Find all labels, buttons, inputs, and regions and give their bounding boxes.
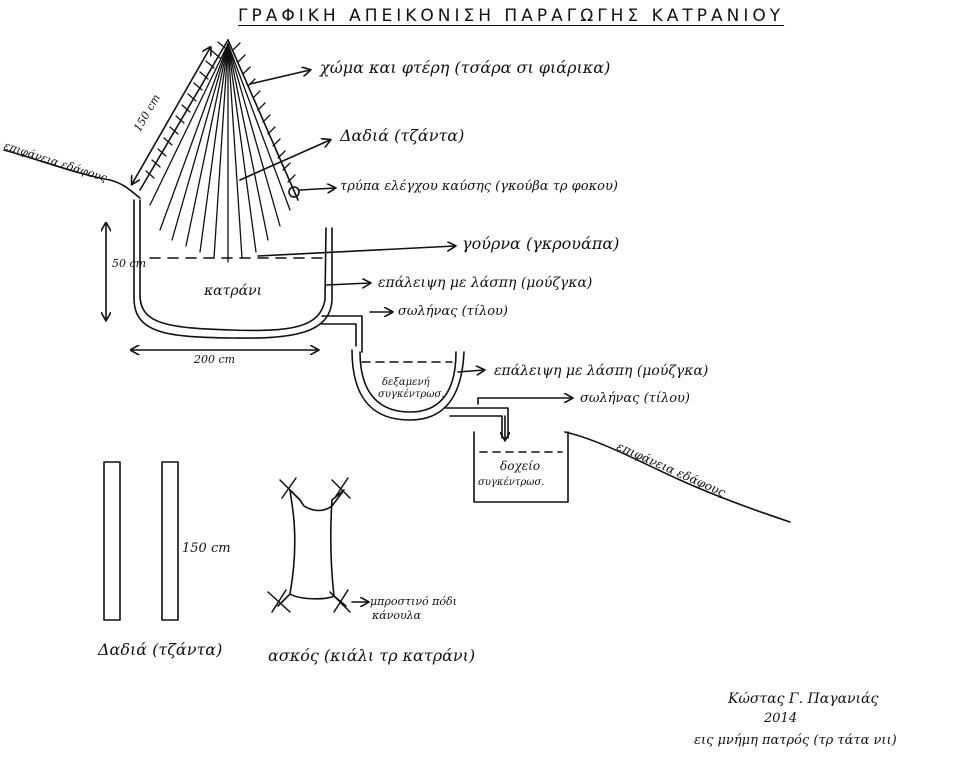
label-lining-2: επάλειψη με λάσπη (μούζγκα) [494, 363, 709, 379]
arrow-torch-wood [239, 140, 330, 181]
label-leg-line1: μπροστινό πόδι [370, 595, 457, 608]
pit-inner-wall [139, 199, 327, 332]
arrow-lining-1 [325, 283, 370, 285]
signature-name: Κώστας Γ. Παγανιάς [728, 691, 879, 707]
goatskin-body [277, 489, 347, 607]
arrow-control-hole [299, 188, 335, 190]
label-torch-wood: Δαδιά (τζάντα) [340, 126, 465, 145]
signature-dedication: εις μνήμη πατρός (τρ τάτα νιι) [694, 733, 897, 748]
basin-inner [359, 351, 457, 413]
dim-150-arrow [132, 48, 210, 184]
basin-outer [351, 349, 465, 421]
label-lining-1: επάλειψη με λάσπη (μούζγκα) [378, 275, 593, 291]
control-hole [288, 186, 300, 198]
label-pipe-2: σωλήνας (τίλου) [580, 391, 690, 406]
arrow-lining-2 [457, 370, 484, 372]
torch-wood-sticks [149, 43, 291, 263]
ground-right-line [564, 431, 791, 523]
pit-outer-wall [133, 199, 333, 339]
label-depth-50: 50 cm [112, 257, 147, 270]
caption-torch-wood: Δαδιά (τζάντα) [98, 640, 223, 659]
arrow-pipe-2 [477, 398, 572, 405]
label-pipe-1: σωλήνας (τίλου) [398, 304, 508, 319]
label-basin-line1: δεξαμενή [382, 377, 430, 388]
caption-goatskin: ασκός (κιάλι τρ κατράνι) [268, 646, 476, 665]
pipe-1 [321, 315, 363, 353]
goatskin-ties [267, 477, 351, 613]
label-soil-cover: χώμα και φτέρη (τσάρα σι φιάρικα) [320, 58, 611, 77]
ground-left-line [3, 149, 141, 199]
label-container-line2: συγκέντρωσ. [478, 477, 545, 488]
label-container-line1: δοχείο [500, 459, 541, 473]
signature-year: 2014 [764, 711, 798, 726]
stick-1 [103, 461, 121, 621]
label-basin-line2: συγκέντρωσ. [378, 389, 445, 400]
arrow-soil-cover [249, 70, 310, 85]
label-control-hole: τρύπα ελέγχου καύσης (γκούβα τρ φοκου) [340, 179, 618, 194]
label-width-200: 200 cm [194, 353, 236, 366]
cone-right-edge [227, 39, 299, 201]
pipe-2 [445, 407, 509, 439]
label-leg-line2: κάνουλα [372, 609, 422, 622]
label-pit: γούρνα (γκρουάπα) [462, 234, 620, 253]
page-title: ΓΡΑΦΙΚΗ ΑΠΕΙΚΟΝΙΣΗ ΠΑΡΑΓΩΓΗΣ ΚΑΤΡΑΝΙΟΥ [238, 6, 785, 26]
stick-2 [161, 461, 179, 621]
label-tar: κατράνι [204, 283, 263, 299]
arrow-pit [257, 246, 455, 257]
label-stick-length: 150 cm [182, 541, 231, 556]
container [473, 431, 569, 503]
